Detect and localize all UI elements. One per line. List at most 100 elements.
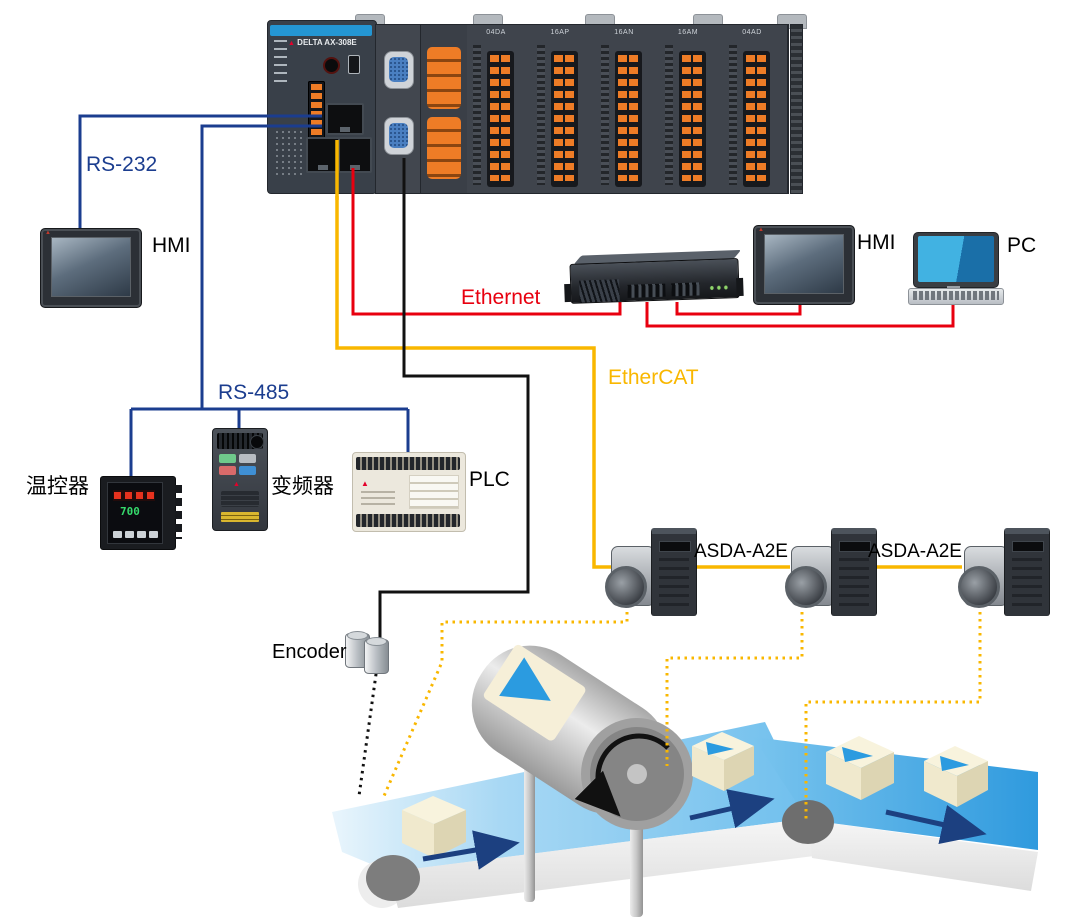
- green-led-display: 700: [120, 505, 140, 518]
- box-labeled-1: [692, 732, 754, 791]
- delta-logo-icon: ▲: [45, 230, 51, 236]
- plc-device: ▲: [352, 452, 466, 532]
- box-plain: [402, 796, 466, 858]
- terminal-block: [679, 51, 706, 187]
- module-label: 16AN: [614, 29, 634, 36]
- box-labeled-3: [924, 746, 988, 807]
- usb-port: [348, 55, 360, 74]
- ethercat-line: [335, 196, 962, 569]
- plc-io-panel: [409, 475, 459, 509]
- io-module-16ap: 16AP: [531, 24, 597, 194]
- module-label: 16AM: [677, 29, 699, 36]
- cpu-top-stripe: [270, 25, 372, 36]
- controller-face: 700: [107, 482, 163, 544]
- cpu-brand: DELTA: [297, 38, 323, 47]
- rack-end-cap: [790, 24, 803, 194]
- servo3-dotted-line: [804, 612, 982, 820]
- belt-arrow-2: [689, 789, 775, 829]
- heatsink-fins: [175, 485, 182, 539]
- hmi-screen: [51, 237, 131, 297]
- drive-display: [839, 541, 871, 552]
- belt-arrow-3: [885, 804, 987, 845]
- vga-connector-top[interactable]: [384, 51, 414, 89]
- drive-display: [659, 541, 691, 552]
- rs232-line: [78, 114, 265, 228]
- wire-clamp-bottom: [427, 117, 461, 179]
- servo-label-1: ASDA-A2E: [694, 541, 788, 562]
- delta-logo-icon: ▲: [361, 479, 369, 488]
- servo-motor: [785, 544, 835, 608]
- vent-strip: [537, 45, 545, 185]
- terminal-block: [551, 51, 578, 187]
- vfd-panel: [221, 491, 259, 507]
- io-module-16am: 16AM: [659, 24, 725, 194]
- cpu-model: AX-308E: [324, 38, 357, 47]
- vent-strip: [729, 45, 737, 185]
- servo-drive: [651, 528, 697, 616]
- conveyor-belt: [332, 644, 1038, 917]
- ethercat-port[interactable]: [326, 103, 364, 135]
- ethernet-label: Ethernet: [461, 286, 541, 309]
- wiring-module: [420, 24, 468, 194]
- vent-strip: [601, 45, 609, 185]
- pc-monitor: [913, 232, 999, 288]
- drum-triangle: [499, 657, 551, 701]
- controller-buttons[interactable]: [113, 531, 158, 538]
- box-labeled-2: [826, 736, 894, 800]
- encoder-label: Encoder: [272, 641, 347, 663]
- rs485-label: RS-485: [218, 381, 290, 404]
- terminal-strip-top: [356, 457, 460, 470]
- belt-arrow-1: [422, 830, 520, 870]
- round-connector: [323, 57, 340, 74]
- comm-module: [375, 24, 422, 194]
- pc-screen: [918, 236, 994, 282]
- servo-motor: [605, 544, 655, 608]
- belt-roller-left: [366, 855, 420, 901]
- delta-logo-icon: ▲: [288, 40, 295, 47]
- encoder-cylinder: [345, 631, 370, 668]
- io-module-04da: 04DA: [467, 24, 533, 194]
- cpu-brand-label: ▲ DELTA AX-308E: [288, 38, 357, 47]
- inverter-device: ▲: [212, 428, 268, 531]
- temperature-controller-device: 700: [100, 476, 182, 550]
- vfd-knob[interactable]: [250, 435, 264, 449]
- drive-display: [1012, 541, 1044, 552]
- vent-strip: [473, 45, 481, 185]
- hmi-left-label: HMI: [152, 234, 191, 257]
- belt-right-front: [808, 820, 1038, 891]
- wire-clamp-top: [427, 47, 461, 109]
- belt-roller-junction: [782, 800, 834, 844]
- hmi-right-label: HMI: [857, 231, 896, 254]
- terminal-block: [487, 51, 514, 187]
- vfd-buttons[interactable]: [219, 454, 256, 475]
- delta-logo-icon: ▲: [233, 481, 240, 488]
- module-label: 16AP: [550, 29, 570, 36]
- io-module-04ad: 04AD: [723, 24, 789, 194]
- encoder-cylinder: [364, 637, 389, 674]
- servo-drive: [1004, 528, 1050, 616]
- terminal-block: [615, 51, 642, 187]
- motor-flange: [958, 566, 1000, 608]
- belt-left-front: [388, 818, 814, 908]
- motor-flange: [605, 566, 647, 608]
- module-label: 04DA: [486, 29, 506, 36]
- vga-connector-bottom[interactable]: [384, 117, 414, 155]
- drive-panel-rows: [1012, 558, 1042, 606]
- hmi-screen: [764, 234, 844, 294]
- servo-set-1: [605, 528, 697, 616]
- encoder-dotted-line: [357, 659, 380, 797]
- vent-strip: [665, 45, 673, 185]
- servo-set-2: [785, 528, 877, 616]
- pc-keyboard: [908, 288, 1004, 305]
- motor-flange: [785, 566, 827, 608]
- status-led-labels: [274, 40, 287, 86]
- delta-logo-icon: ▲: [758, 227, 764, 233]
- ethernet-port-2[interactable]: [338, 137, 372, 173]
- plc-label-lines: [361, 491, 395, 505]
- servo-drive: [831, 528, 877, 616]
- ethernet-line: [351, 196, 955, 328]
- terminal-block: [743, 51, 770, 187]
- rs485-line: [129, 124, 410, 476]
